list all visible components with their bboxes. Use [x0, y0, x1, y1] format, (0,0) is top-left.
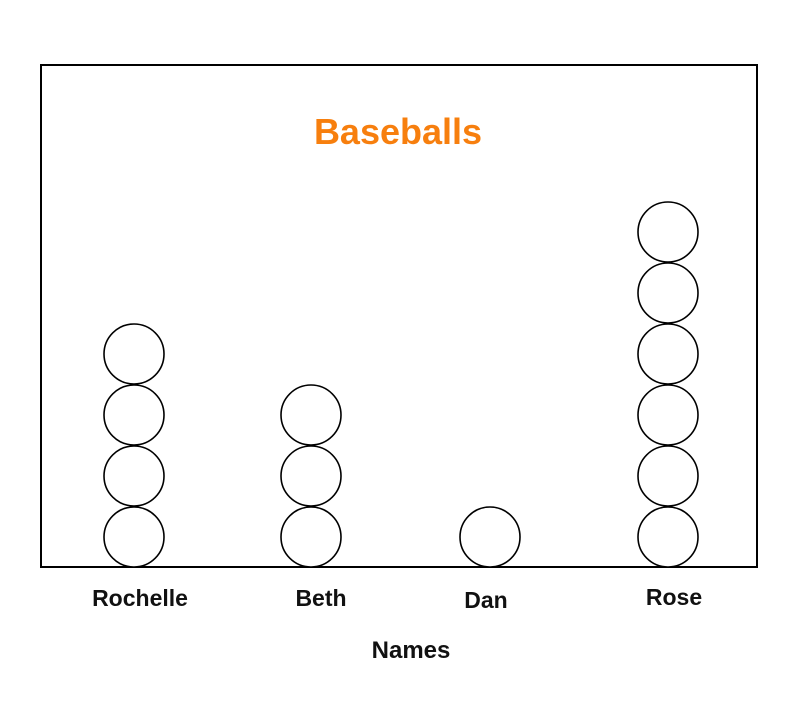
chart-title: Baseballs [314, 111, 482, 152]
category-label-beth: Beth [295, 585, 346, 611]
baseball-symbol-rose-6 [637, 201, 699, 263]
baseball-symbol-rochelle-2 [103, 445, 165, 507]
baseball-symbol-rochelle-4 [103, 323, 165, 385]
baseball-symbol-beth-1 [280, 506, 342, 568]
baseball-symbol-rose-1 [637, 506, 699, 568]
baseball-symbol-rose-4 [637, 323, 699, 385]
baseball-symbol-rose-3 [637, 384, 699, 446]
baseball-symbol-rochelle-1 [103, 506, 165, 568]
category-label-dan: Dan [464, 587, 507, 613]
baseball-symbol-dan-1 [459, 506, 521, 568]
category-label-rose: Rose [646, 584, 702, 610]
baseball-symbol-rochelle-3 [103, 384, 165, 446]
category-label-rochelle: Rochelle [92, 585, 188, 611]
baseball-symbol-beth-3 [280, 384, 342, 446]
baseball-symbol-beth-2 [280, 445, 342, 507]
x-axis-label: Names [372, 637, 451, 664]
baseball-symbol-rose-5 [637, 262, 699, 324]
symbols-layer [103, 201, 699, 568]
baseball-symbol-rose-2 [637, 445, 699, 507]
